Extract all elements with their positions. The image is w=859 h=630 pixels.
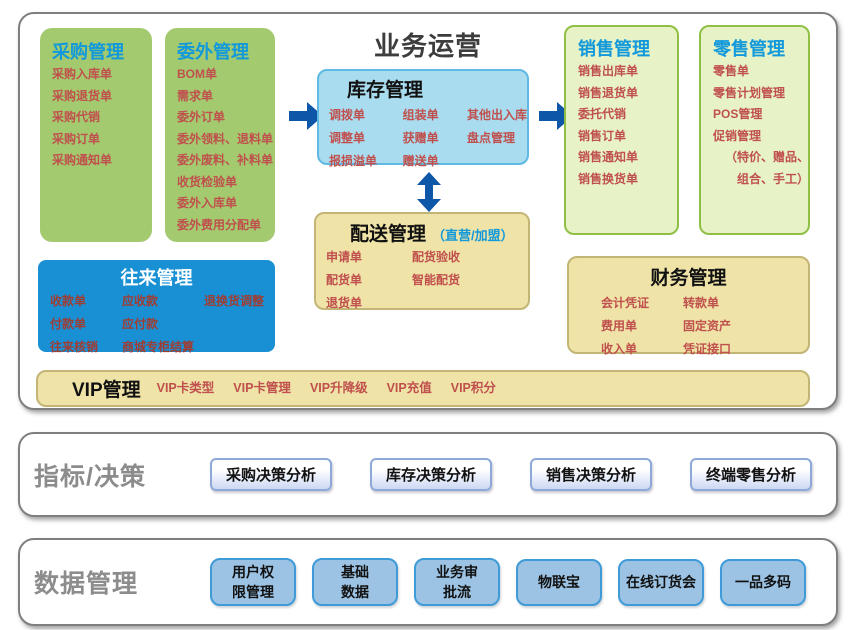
- finance-module: 财务管理 会计凭证 费用单 收入单 转款单 固定资产 凭证接口: [567, 256, 810, 356]
- outsource-item: 委外废料、补料单: [177, 153, 274, 167]
- online-order-fair-button[interactable]: 在线订货会: [618, 558, 704, 606]
- outsource-module: 委外管理 BOM单 需求单 委外订单 委外领料、退料单 委外废料、补料单 收货检…: [165, 28, 275, 242]
- business-operations-title: 业务运营: [373, 31, 482, 61]
- decision-panel: 指标/决策 采购决策分析 库存决策分析 销售决策分析 终端零售分析: [18, 432, 838, 517]
- vip-item: VIP升降级: [309, 380, 368, 395]
- retail-module: 零售管理 零售单 零售计划管理 POS管理 促销管理 （特价、赠品、 组合、手工…: [699, 25, 810, 235]
- purchase-analysis-button[interactable]: 采购决策分析: [210, 458, 332, 491]
- inventory-item: 调整单: [329, 131, 366, 145]
- sales-title: 销售管理: [578, 39, 650, 59]
- sales-item: 销售通知单: [578, 150, 639, 164]
- purchase-item: 采购通知单: [52, 153, 113, 167]
- inventory-item: 盘点管理: [466, 131, 515, 145]
- delivery-item: 申请单: [326, 250, 363, 264]
- purchase-item: 采购代销: [52, 110, 101, 124]
- outsource-item: 收货检验单: [177, 174, 238, 189]
- contacts-item: 应收款: [122, 294, 159, 308]
- arrow-right-icon: [289, 102, 323, 130]
- delivery-title: 配送管理: [350, 224, 427, 245]
- outsource-item: BOM单: [177, 67, 217, 81]
- retail-title: 零售管理: [713, 39, 785, 59]
- vip-item: VIP充值: [386, 380, 432, 395]
- contacts-item: 付款单: [50, 317, 87, 331]
- finance-item: 费用单: [601, 319, 638, 333]
- finance-item: 会计凭证: [601, 296, 650, 310]
- retail-note: （特价、赠品、: [725, 150, 810, 164]
- sales-module: 销售管理 销售出库单 销售退货单 委托代销 销售订单 销售通知单 销售换货单: [564, 25, 679, 235]
- outsource-title: 委外管理: [177, 42, 249, 62]
- vip-title: VIP管理: [72, 380, 141, 401]
- delivery-item: 退货单: [326, 296, 363, 310]
- inventory-item: 调拨单: [329, 108, 366, 122]
- outsource-item: 需求单: [177, 88, 214, 103]
- inventory-item: 报损溢单: [329, 154, 378, 168]
- inventory-module: 库存管理 调拨单 调整单 报损溢单 组装单 获赠单 赠送单 其他出入库 盘点管理: [317, 69, 529, 168]
- contacts-module: 往来管理 收款单 付款单 往来核销 应收款 应付款 商城专柜结算 退换货调整: [38, 260, 275, 354]
- outsource-item: 委外领料、退料单: [177, 131, 274, 146]
- retail-item: 促销管理: [713, 128, 762, 143]
- delivery-item: 智能配货: [412, 273, 461, 287]
- retail-item: POS管理: [713, 107, 763, 121]
- inventory-item: 组装单: [402, 108, 439, 122]
- purchase-item: 采购订单: [52, 131, 101, 146]
- inventory-item: 其他出入库: [466, 108, 527, 122]
- vip-item: VIP卡类型: [156, 380, 215, 395]
- purchase-item: 采购入库单: [52, 67, 113, 81]
- base-data-button[interactable]: 基础 数据: [312, 558, 398, 606]
- delivery-module: 配送管理 （直营/加盟） 申请单 配货单 退货单 配货验收 智能配货: [314, 212, 530, 310]
- sales-item: 销售换货单: [578, 171, 639, 186]
- arrow-up-down-icon: [417, 172, 441, 212]
- sales-analysis-button[interactable]: 销售决策分析: [530, 458, 652, 491]
- approval-flow-button[interactable]: 业务审 批流: [414, 558, 500, 606]
- contacts-item: 收款单: [50, 294, 87, 308]
- inventory-analysis-button[interactable]: 库存决策分析: [370, 458, 492, 491]
- inventory-item: 赠送单: [402, 154, 439, 168]
- data-management-panel: 数据管理 用户权 限管理 基础 数据 业务审 批流 物联宝 在线订货会 一品多码: [18, 538, 838, 626]
- user-permission-button[interactable]: 用户权 限管理: [210, 558, 296, 606]
- purchase-module: 采购管理 采购入库单 采购退货单 采购代销 采购订单 采购通知单: [40, 28, 152, 242]
- business-operations-panel: 业务运营 采购管理 采购入库单 采购退货单 采购代销 采购订单 采购通知单 委外…: [18, 12, 838, 410]
- purchase-title: 采购管理: [52, 42, 124, 62]
- sales-item: 销售出库单: [578, 64, 639, 78]
- one-item-multi-code-button[interactable]: 一品多码: [720, 558, 806, 606]
- finance-item: 固定资产: [683, 319, 732, 333]
- finance-title: 财务管理: [650, 268, 727, 289]
- sales-item: 销售订单: [578, 128, 627, 143]
- decision-panel-title: 指标/决策: [34, 462, 146, 491]
- retail-analysis-button[interactable]: 终端零售分析: [690, 458, 812, 491]
- outsource-item: 委外费用分配单: [177, 217, 262, 232]
- vip-module: VIP管理 VIP卡类型 VIP卡管理 VIP升降级 VIP充值 VIP积分: [36, 370, 810, 407]
- outsource-item: 委外订单: [177, 110, 226, 124]
- delivery-subtitle: （直营/加盟）: [432, 228, 514, 243]
- purchase-item: 采购退货单: [52, 88, 113, 103]
- delivery-item: 配货单: [326, 273, 363, 287]
- outsource-item: 委外入库单: [177, 196, 238, 210]
- finance-item: 转款单: [683, 296, 720, 310]
- sales-item: 委托代销: [578, 107, 627, 121]
- contacts-item: 商城专柜结算: [122, 340, 195, 354]
- retail-item: 零售计划管理: [713, 85, 786, 100]
- retail-item: 零售单: [713, 64, 750, 78]
- contacts-item: 往来核销: [50, 340, 99, 354]
- iot-treasure-button[interactable]: 物联宝: [516, 558, 602, 606]
- finance-item: 收入单: [601, 342, 638, 356]
- retail-note: 组合、手工）: [737, 171, 810, 186]
- contacts-item: 应付款: [122, 317, 159, 331]
- inventory-title: 库存管理: [347, 80, 424, 101]
- vip-item: VIP卡管理: [233, 380, 291, 395]
- vip-item: VIP积分: [450, 380, 496, 395]
- delivery-item: 配货验收: [412, 250, 461, 264]
- contacts-title: 往来管理: [120, 268, 193, 288]
- finance-item: 凭证接口: [683, 342, 732, 356]
- data-panel-title: 数据管理: [34, 570, 139, 598]
- sales-item: 销售退货单: [578, 85, 639, 100]
- inventory-item: 获赠单: [402, 131, 439, 145]
- contacts-item: 退换货调整: [204, 294, 265, 308]
